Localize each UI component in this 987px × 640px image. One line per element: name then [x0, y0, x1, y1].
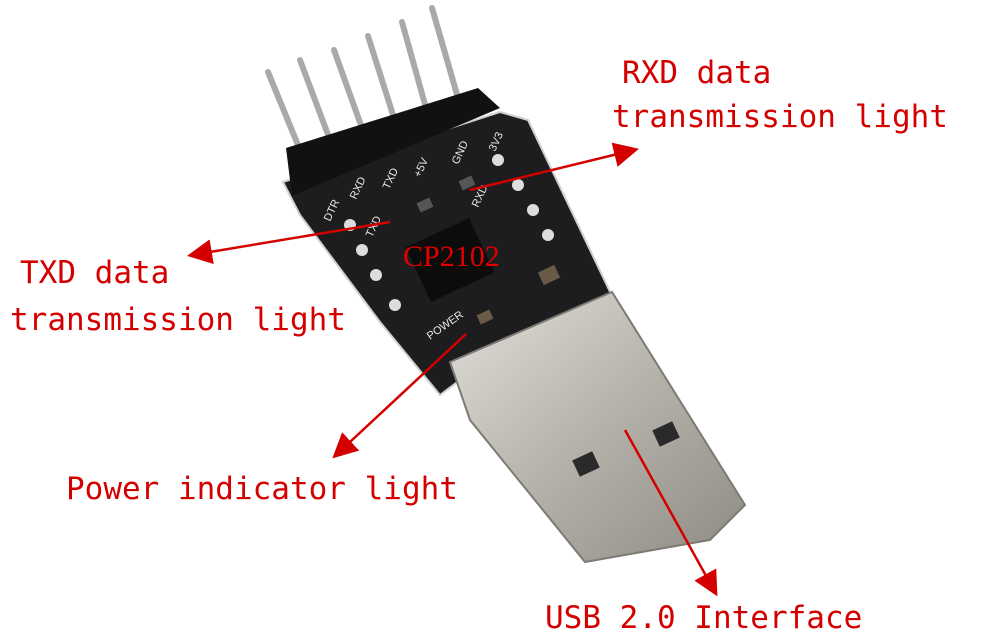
txd-label-line1: TXD data [20, 255, 170, 291]
usb-arrow [623, 429, 718, 597]
rxd-label-line1: RXD data [622, 55, 772, 91]
power-arrow [332, 333, 467, 459]
txd-arrow [187, 220, 391, 265]
rxd-label-line2: transmission light [612, 99, 948, 135]
usb-connector [448, 290, 747, 564]
txd-label-line2: transmission light [10, 302, 346, 338]
cp2102-chip [405, 218, 495, 302]
smd-components [416, 175, 561, 325]
power-label: Power indicator light [66, 471, 458, 507]
header-pins [265, 5, 461, 153]
chip-label: CP2102 [403, 240, 500, 273]
pads [344, 154, 554, 311]
usb-label: USB 2.0 Interface [545, 600, 863, 636]
rxd-arrow [469, 142, 639, 192]
pin-header [286, 88, 500, 196]
annotation-arrows [187, 142, 718, 597]
